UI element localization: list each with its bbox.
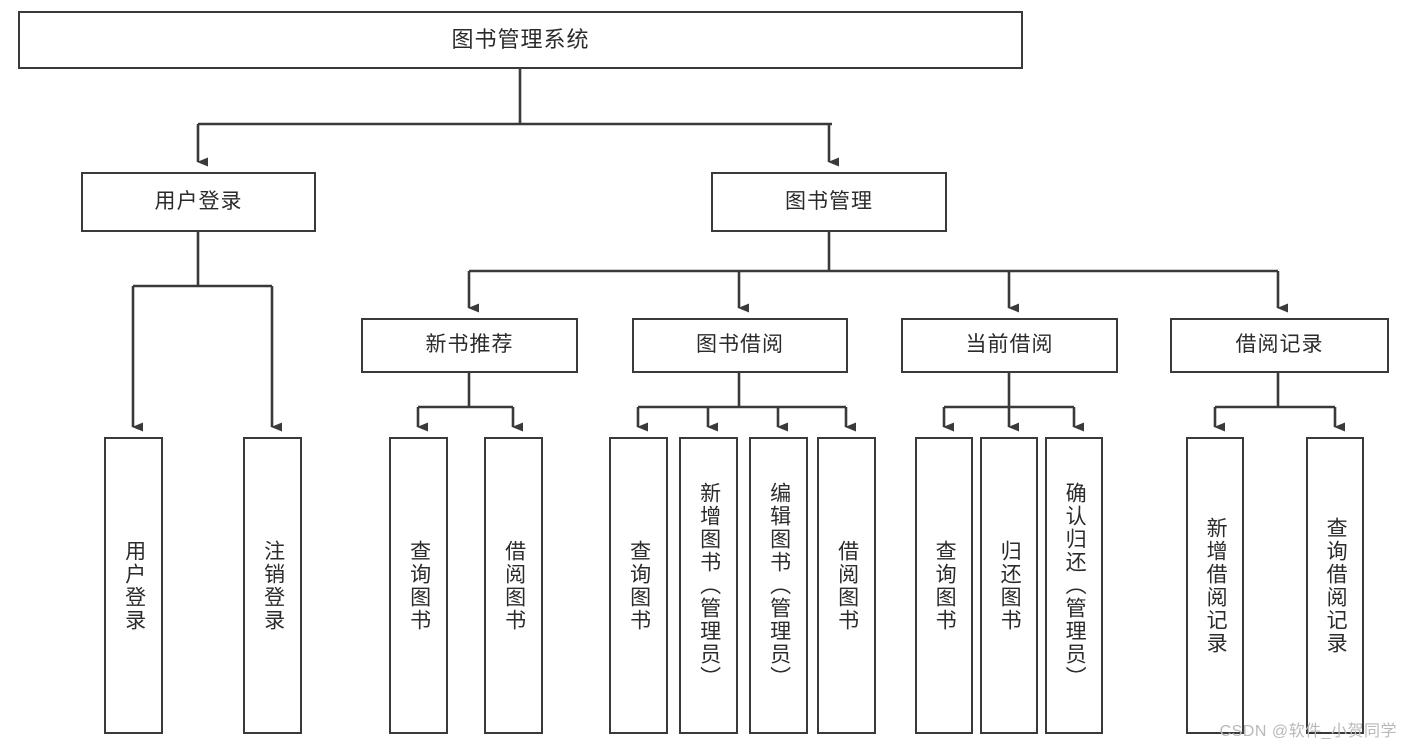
leaf-edit-book[interactable]: 编辑图书（管理员） [749,437,808,734]
node-label: 新书推荐 [425,333,514,357]
node-label: 借阅记录 [1235,333,1324,357]
leaf-logout-login[interactable]: 注销登录 [243,437,302,734]
node-label: 新增借阅记录 [1204,516,1228,655]
node-current-borrow[interactable]: 当前借阅 [901,318,1118,373]
node-label: 当前借阅 [965,333,1054,357]
leaf-query-borrow-record[interactable]: 查询借阅记录 [1306,437,1364,734]
leaf-borrow-book[interactable]: 借阅图书 [817,437,876,734]
leaf-query-book-current[interactable]: 查询图书 [915,437,973,734]
leaf-query-book-borrow[interactable]: 查询图书 [609,437,668,734]
node-user-login[interactable]: 用户登录 [81,172,316,232]
node-new-book-recommend[interactable]: 新书推荐 [361,318,578,373]
node-label: 查询借阅记录 [1324,516,1348,655]
leaf-add-book[interactable]: 新增图书（管理员） [679,437,738,734]
node-label: 确认归还（管理员） [1063,482,1087,689]
leaf-query-book-recommend[interactable]: 查询图书 [389,437,448,734]
node-borrow-record[interactable]: 借阅记录 [1170,318,1389,373]
node-label: 查询图书 [407,539,431,632]
leaf-confirm-return[interactable]: 确认归还（管理员） [1045,437,1103,734]
node-label: 归还图书 [998,539,1022,632]
leaf-add-borrow-record[interactable]: 新增借阅记录 [1186,437,1244,734]
leaf-user-login[interactable]: 用户登录 [104,437,163,734]
leaf-borrow-book-recommend[interactable]: 借阅图书 [484,437,543,734]
node-label: 编辑图书（管理员） [767,482,791,689]
node-label: 用户登录 [154,189,243,213]
node-label: 图书借阅 [696,333,784,357]
node-label: 图书管理系统 [451,27,590,53]
node-book-manage[interactable]: 图书管理 [711,172,947,232]
node-book-borrow[interactable]: 图书借阅 [632,318,848,373]
node-label: 查询图书 [627,539,651,632]
watermark-text: CSDN @软件_小贺同学 [1219,723,1397,740]
node-label: 用户登录 [122,539,146,632]
node-label: 注销登录 [261,539,285,632]
node-root-system[interactable]: 图书管理系统 [18,11,1023,69]
node-label: 借阅图书 [502,539,526,632]
node-label: 图书管理 [785,189,873,213]
node-label: 新增图书（管理员） [697,482,721,689]
node-label: 查询图书 [933,539,957,632]
node-label: 借阅图书 [835,539,859,632]
leaf-return-book[interactable]: 归还图书 [980,437,1038,734]
